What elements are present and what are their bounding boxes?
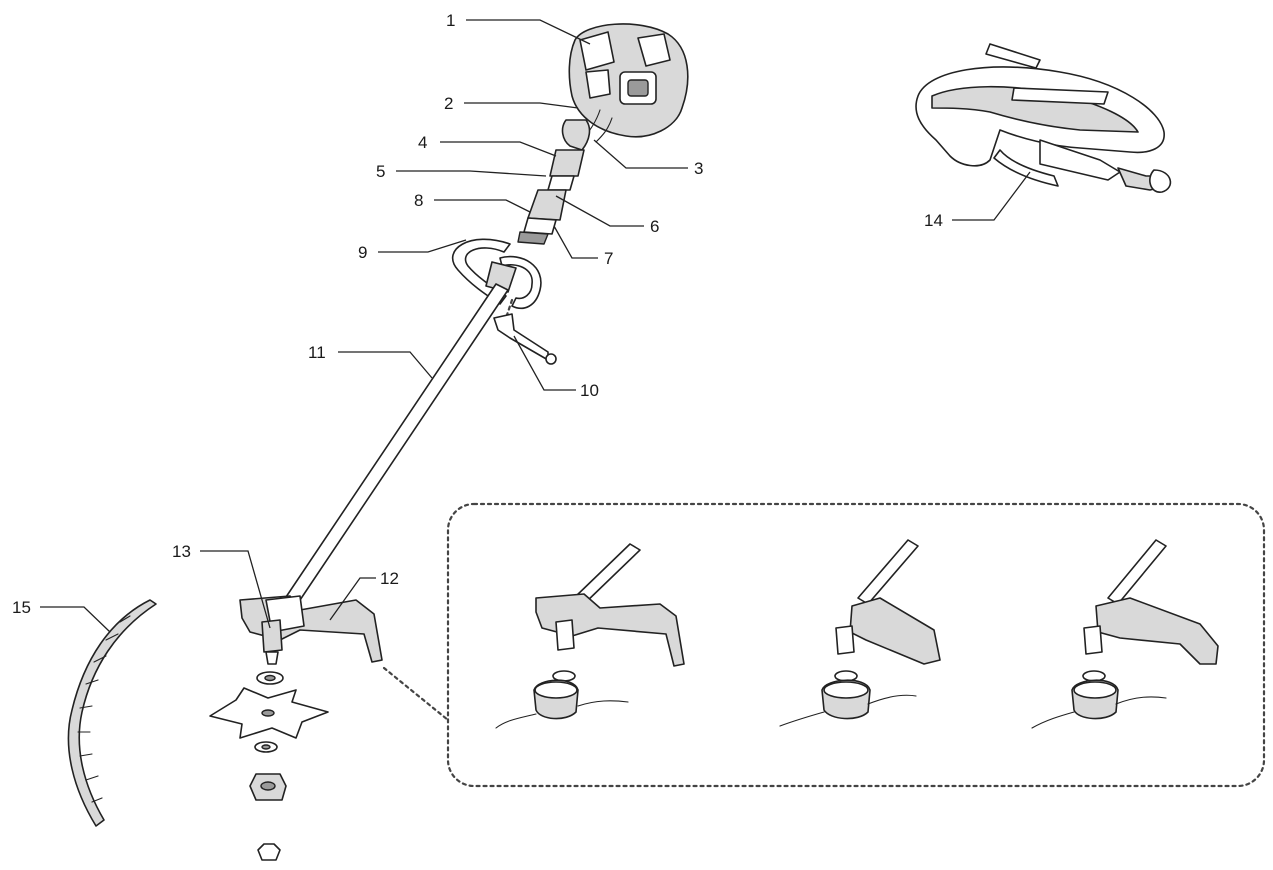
blade-stack	[209, 671, 329, 861]
callout-9: 9	[358, 239, 467, 262]
callout-3: 3	[593, 139, 703, 178]
engine-power-head	[568, 23, 689, 143]
callout-label-5: 5	[376, 162, 385, 181]
callout-label-2: 2	[444, 94, 453, 113]
alt-head-small-guard	[779, 539, 941, 727]
callout-14: 14	[924, 171, 1031, 230]
callout-5: 5	[376, 162, 547, 181]
callout-6: 6	[555, 195, 659, 236]
hanger-lever	[493, 298, 557, 365]
callout-label-10: 10	[580, 381, 599, 400]
callout-1: 1	[446, 11, 591, 45]
callout-label-13: 13	[172, 542, 191, 561]
alternative-heads-box	[382, 502, 1266, 788]
callout-10: 10	[513, 335, 599, 400]
cutting-guard-assembly	[239, 595, 383, 665]
callouts: 1 2 3 4 5 6 8 7	[12, 11, 1031, 633]
alt-head-medium-guard	[1031, 539, 1219, 729]
callout-label-15: 15	[12, 598, 31, 617]
callout-12: 12	[329, 569, 399, 621]
callout-7: 7	[553, 225, 613, 268]
callout-label-9: 9	[358, 243, 367, 262]
callout-13: 13	[172, 542, 271, 629]
callout-label-1: 1	[446, 11, 455, 30]
shoulder-strap	[915, 43, 1172, 193]
drive-shaft	[283, 283, 509, 607]
alt-head-full-guard	[495, 543, 685, 729]
callout-2: 2	[444, 94, 579, 113]
callout-11: 11	[308, 343, 433, 379]
callout-label-14: 14	[924, 211, 943, 230]
spiral-shaft-protector	[67, 599, 157, 827]
callout-label-11: 11	[308, 343, 326, 362]
callout-label-7: 7	[604, 249, 613, 268]
throttle-grip	[517, 119, 591, 245]
callout-label-8: 8	[414, 191, 423, 210]
callout-label-6: 6	[650, 217, 659, 236]
callout-8: 8	[414, 191, 531, 213]
callout-label-12: 12	[380, 569, 399, 588]
loop-handle	[451, 238, 542, 310]
callout-label-4: 4	[418, 133, 427, 152]
callout-label-3: 3	[694, 159, 703, 178]
callout-4: 4	[418, 133, 557, 157]
callout-15: 15	[12, 598, 111, 633]
